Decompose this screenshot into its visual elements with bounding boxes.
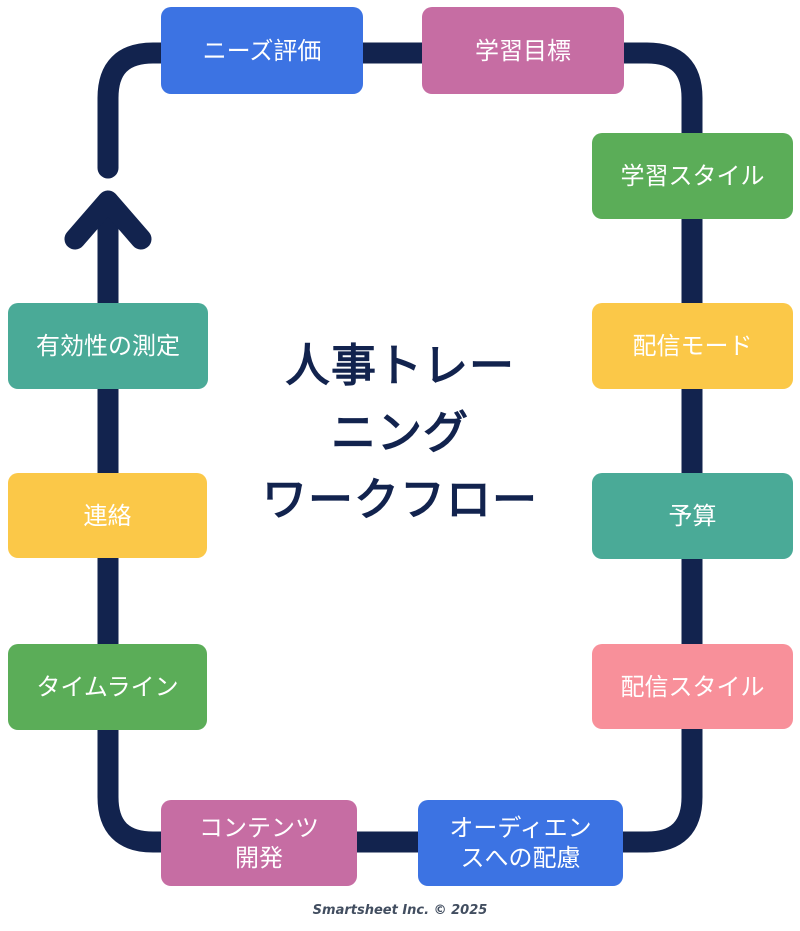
step-label: 学習目標 [475,36,571,65]
cycle-loop-line [97,42,703,853]
diagram-title: 人事トレー ニング ワークフロー [261,339,538,526]
step-label: 予算 [668,502,717,530]
arrow-up-icon [64,190,152,250]
step-label: 配信モード [632,332,753,360]
step-label: オーディエン スへの配慮 [449,814,592,872]
step-label: コンテンツ 開発 [199,814,319,872]
step-delivery-style: 配信スタイル [592,644,793,729]
footer-credit: Smartsheet Inc. © 2025 [312,903,488,918]
step-communication: 連絡 [8,473,207,558]
step-delivery-mode: 配信モード [592,303,793,389]
step-label: 学習スタイル [620,162,765,190]
step-learning-objectives: 学習目標 [422,7,624,94]
step-needs-assessment: ニーズ評価 [161,7,363,94]
step-label: 配信スタイル [620,672,765,701]
step-label: 有効性の測定 [36,332,180,360]
step-label: ニーズ評価 [202,36,322,65]
step-budget: 予算 [592,473,793,559]
step-label: タイムライン [36,673,179,701]
step-timeline: タイムライン [8,644,207,730]
step-label: 連絡 [83,501,132,530]
step-measure-effectiveness: 有効性の測定 [8,303,208,389]
step-content-development: コンテンツ 開発 [161,800,357,886]
step-audience-considerations: オーディエン スへの配慮 [418,800,623,886]
step-learning-styles: 学習スタイル [592,133,793,219]
